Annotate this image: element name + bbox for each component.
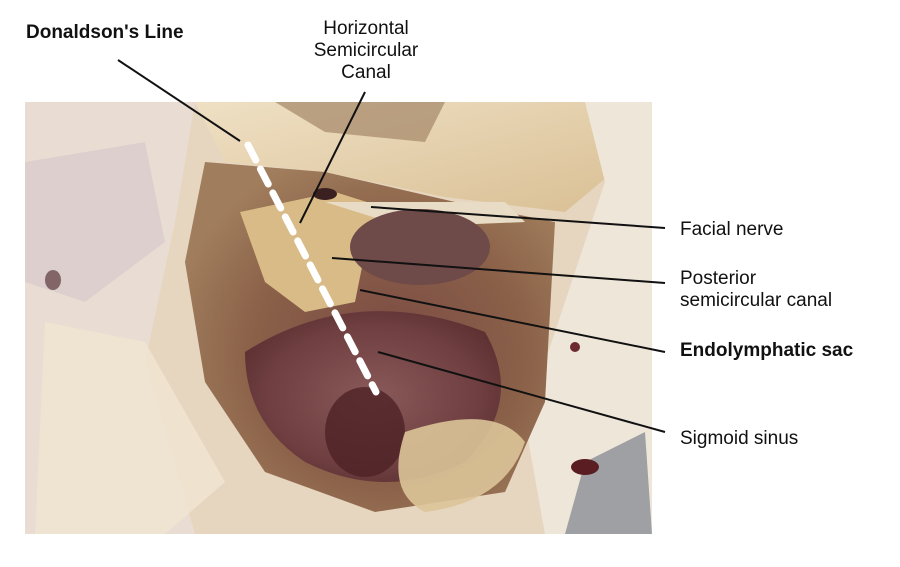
label-facial-nerve: Facial nerve [680,219,784,240]
label-line: Posterior [680,268,757,289]
label-line: Semicircular [313,40,419,61]
label-sigmoid-sinus: Sigmoid sinus [680,428,799,449]
label-posterior-semicircular-canal: Posterior semicircular canal [680,268,832,312]
dissection-photo [25,102,652,534]
label-donaldsons-line: Donaldson's Line [26,22,184,43]
dissection-photo-illustration [25,102,652,534]
label-line: semicircular canal [680,290,833,311]
label-horizontal-semicircular-canal: Horizontal Semicircular Canal [300,18,432,84]
label-line: Canal [341,62,391,83]
label-line: Horizontal [323,18,409,39]
label-endolymphatic-sac: Endolymphatic sac [680,340,854,361]
